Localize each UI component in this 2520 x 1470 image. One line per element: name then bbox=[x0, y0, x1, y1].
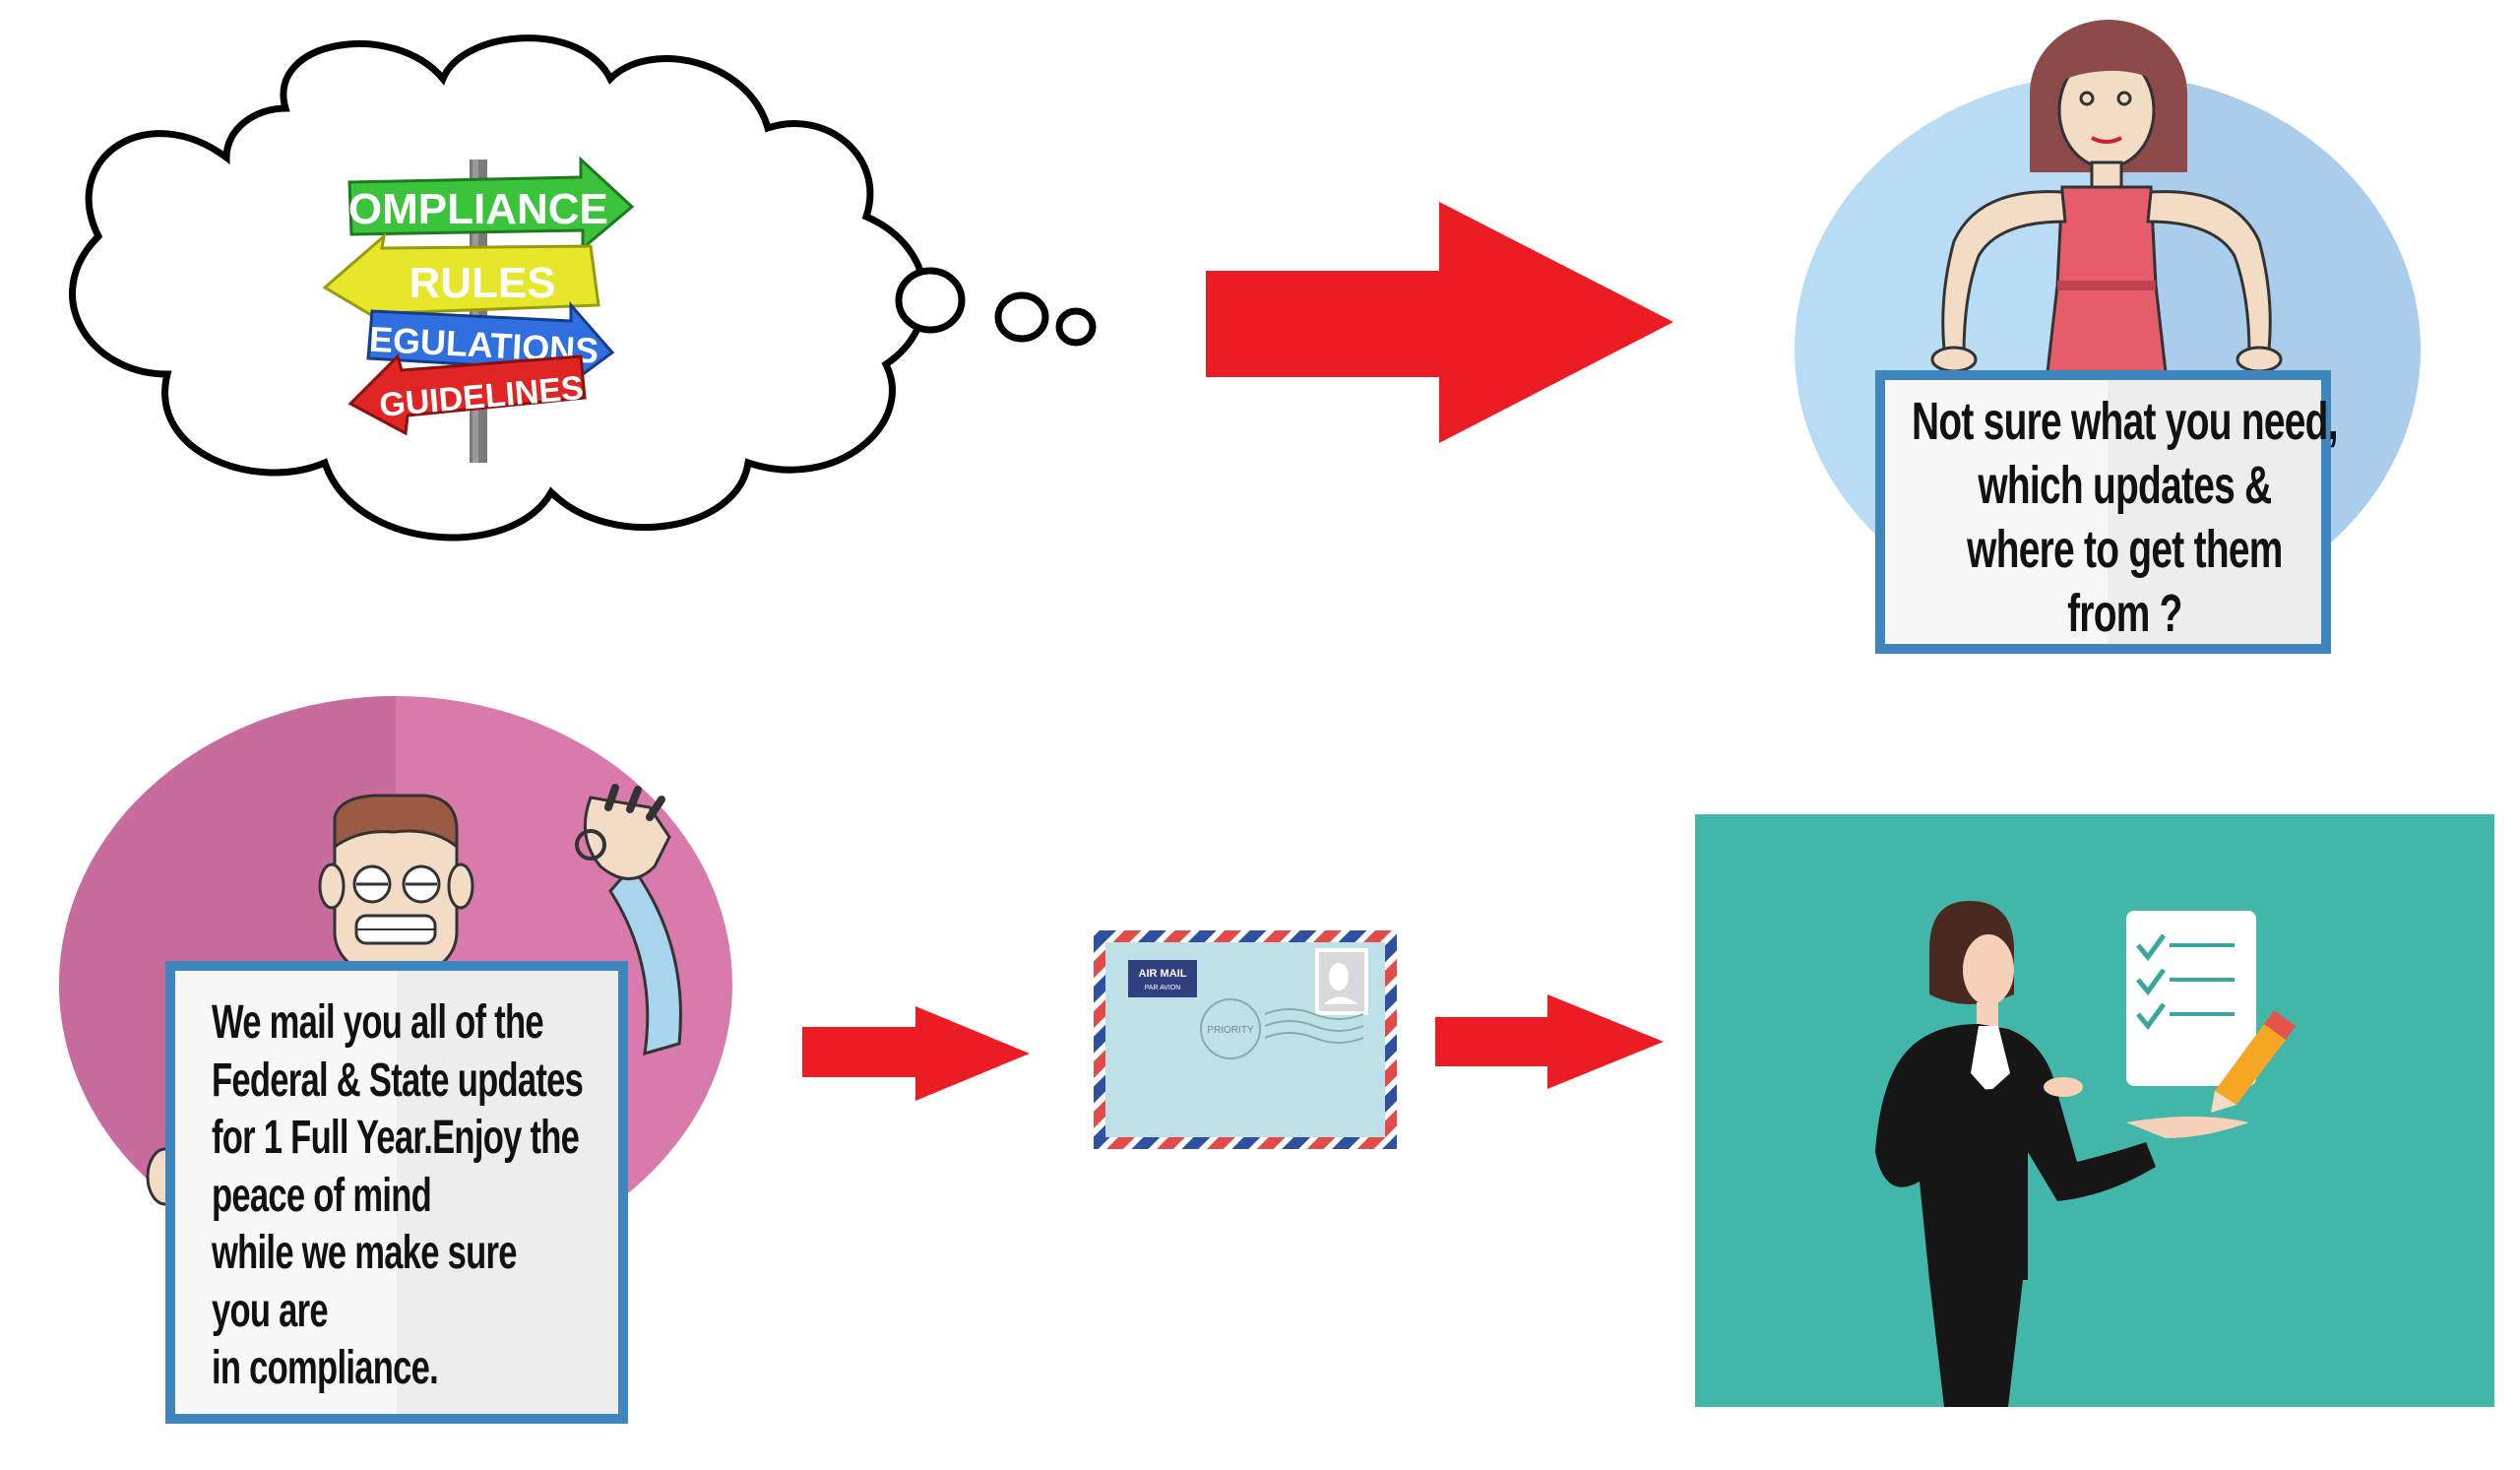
envelope-icon: AIR MAIL PAR AVION PRIORITY bbox=[1094, 930, 1397, 1149]
man-sign-text: We mail you all of the Federal & State u… bbox=[212, 996, 584, 1394]
envelope-air-mail-label: AIR MAIL bbox=[1139, 968, 1187, 980]
signpost-icon: COMPLIANCE RULES REGULATIONS GUIDELINES bbox=[317, 156, 635, 463]
arrow-right-icon-bottom-left bbox=[802, 1006, 1030, 1101]
woman-illustration bbox=[1795, 20, 2421, 654]
arrow-right-icon-bottom-right bbox=[1435, 994, 1664, 1089]
woman-sign-text: Not sure what you need, which updates & … bbox=[1912, 392, 2339, 643]
signpost-label-rules: RULES bbox=[409, 259, 555, 307]
signpost-compliance: COMPLIANCE bbox=[317, 156, 635, 252]
signpost-label-compliance: COMPLIANCE bbox=[317, 185, 608, 233]
arrow-right-icon-top bbox=[1206, 202, 1673, 443]
man-illustration bbox=[59, 696, 732, 1424]
pencil-icon bbox=[2211, 1010, 2296, 1113]
signpost-guidelines: GUIDELINES bbox=[347, 353, 587, 436]
signpost-rules: RULES bbox=[322, 232, 600, 328]
businesswoman-panel bbox=[1695, 814, 2494, 1407]
envelope-par-avion-label: PAR AVION bbox=[1145, 985, 1181, 991]
envelope-postmark-label: PRIORITY bbox=[1207, 1025, 1254, 1036]
checklist-icon bbox=[2126, 911, 2256, 1086]
ok-hand-icon bbox=[575, 784, 671, 880]
